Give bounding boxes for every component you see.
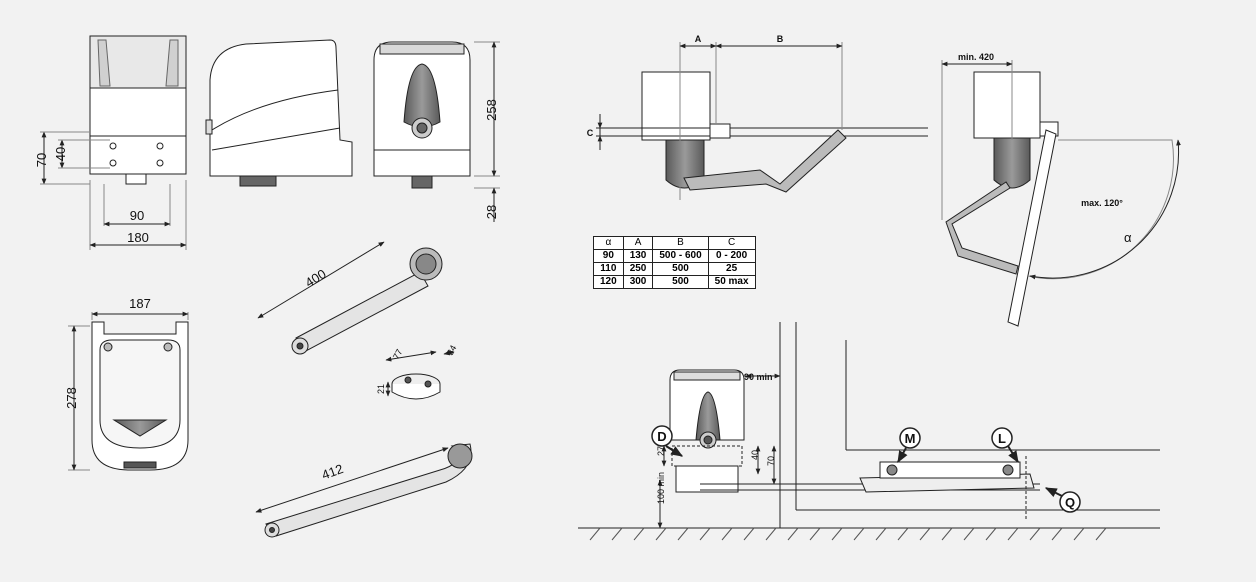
label-b: B (777, 34, 784, 44)
dim-70-section: 70 (766, 456, 776, 466)
dim-21: 21 (376, 384, 386, 394)
dim-400: 400 (302, 266, 328, 290)
dim-90-min: 90 min (744, 372, 773, 382)
installation-section-view (578, 322, 1160, 541)
table-cell: 90 (593, 249, 624, 263)
motor-top-view (68, 311, 189, 471)
table-row: 120 300 500 50 max (593, 275, 756, 289)
table-header-row: α A B C (593, 236, 756, 250)
table-cell: 110 (593, 262, 624, 276)
callout-d (651, 425, 684, 457)
dim-34: 34 (445, 343, 459, 357)
dim-100-min: 100 min (656, 472, 666, 504)
table-cell: 300 (622, 275, 654, 289)
curved-arm (255, 443, 473, 538)
table-cell: 0 - 200 (707, 249, 756, 263)
callout-l-label: L (998, 431, 1006, 446)
dim-258: 258 (484, 99, 499, 121)
label-alpha: α (1124, 230, 1132, 245)
label-c: C (587, 128, 594, 138)
dim-180: 180 (127, 230, 149, 245)
table-cell: 130 (622, 249, 654, 263)
dim-187: 187 (129, 296, 151, 311)
table-cell: 500 (652, 262, 709, 276)
table-cell: 500 - 600 (652, 249, 709, 263)
callout-q-label: Q (1065, 495, 1075, 510)
table-cell: 250 (622, 262, 654, 276)
label-max-angle: max. 120° (1081, 198, 1123, 208)
table-cell: 25 (707, 262, 756, 276)
table-header: C (707, 236, 756, 250)
table-cell: 500 (652, 275, 709, 289)
dim-40: 40 (53, 147, 68, 161)
dim-40-section: 40 (750, 450, 760, 460)
dim-278: 278 (64, 387, 79, 409)
dim-27: 27 (656, 446, 666, 456)
label-min-420: min. 420 (958, 52, 994, 62)
callout-m (897, 427, 921, 464)
installation-plan-view (596, 42, 928, 200)
dim-28: 28 (484, 205, 499, 219)
callout-l (991, 427, 1019, 464)
ground-hatch (589, 527, 1107, 541)
dim-90: 90 (130, 208, 144, 223)
callout-q (1044, 487, 1081, 513)
callout-d-label: D (657, 429, 666, 444)
table-header: A (622, 236, 654, 250)
dim-70: 70 (34, 153, 49, 167)
straight-arm (257, 241, 443, 355)
table-header: B (652, 236, 709, 250)
dim-77: 77 (391, 347, 405, 361)
table-row: 90 130 500 - 600 0 - 200 (593, 249, 756, 263)
opening-angle-view (941, 60, 1181, 327)
dim-412: 412 (320, 461, 346, 483)
arm-bracket (385, 350, 455, 400)
motor-rear-view (373, 41, 500, 222)
callout-m-label: M (905, 431, 916, 446)
motor-side-view (205, 39, 353, 187)
table-row: 110 250 500 25 (593, 262, 756, 276)
motor-front-view (40, 35, 187, 250)
table-cell: 50 max (707, 275, 756, 289)
installation-parameter-table: α A B C 90 130 500 - 600 0 - 200 110 250… (593, 236, 756, 289)
label-a: A (695, 34, 702, 44)
table-cell: 120 (593, 275, 624, 289)
table-header: α (593, 236, 624, 250)
